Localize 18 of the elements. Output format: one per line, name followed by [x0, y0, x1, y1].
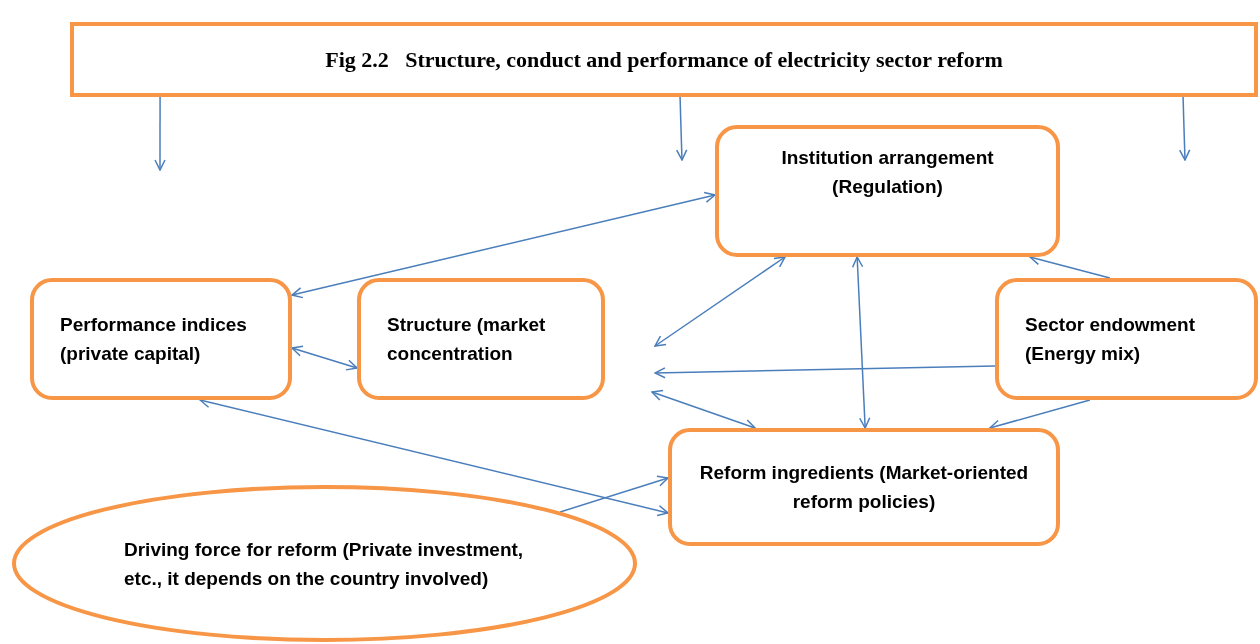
double-arrow [851, 256, 871, 429]
arrow [654, 365, 996, 379]
arrow [1178, 96, 1191, 161]
rounded-box: Performance indices (private capital) [30, 278, 292, 400]
rounded-box: Structure (market concentration [357, 278, 605, 400]
arrow [559, 475, 669, 513]
ellipse-node: Driving force for reform (Private investment, etc., it depends on the country involved) [12, 485, 637, 642]
double-arrow [651, 389, 756, 431]
arrow [675, 96, 688, 161]
double-arrow [654, 256, 786, 347]
rounded-box: Reform ingredients (Market-oriented reform policies) [668, 428, 1060, 546]
rounded-box: Sector endowment (Energy mix) [995, 278, 1258, 400]
double-arrow [291, 345, 358, 371]
double-arrow [291, 191, 716, 299]
title-box: Fig 2.2 Structure, conduct and performance of electricity sector reform [70, 22, 1258, 97]
arrow [989, 399, 1091, 431]
arrow [154, 96, 166, 171]
rounded-box: Institution arrangement (Regulation) [715, 125, 1060, 257]
